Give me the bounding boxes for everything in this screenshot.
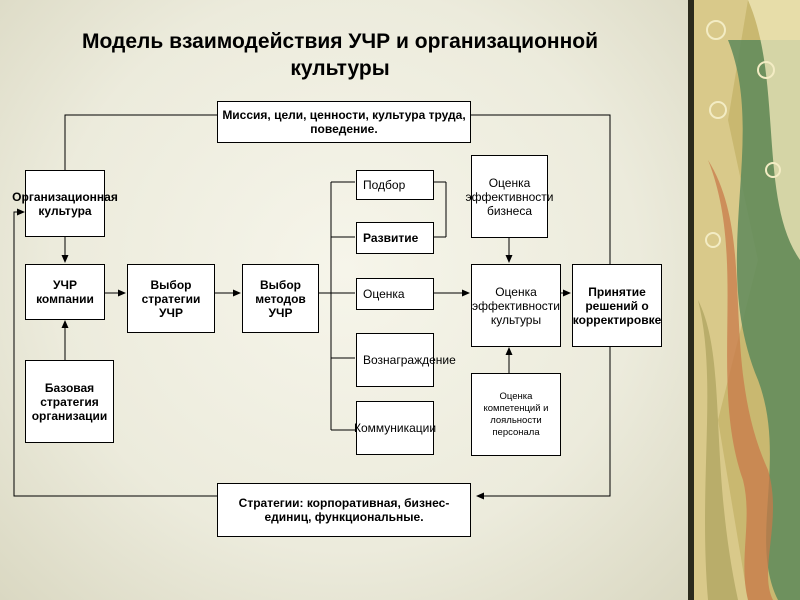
hr-company-box: УЧР компании <box>25 264 105 320</box>
culture-eval-box: Оценка эффективности культуры <box>471 264 561 347</box>
evaluation-box: Оценка <box>356 278 434 310</box>
business-eval-box: Оценка эффективности бизнеса <box>466 155 554 238</box>
slide-title: Модель взаимодействия УЧР и организацион… <box>81 30 599 80</box>
mission-box: Миссия, цели, ценности, культура труда, … <box>217 101 471 143</box>
org-culture-box: Организационная культура <box>12 170 118 237</box>
selection-box: Подбор <box>356 170 434 200</box>
communication-box: Коммуникации <box>354 401 436 455</box>
strategies-box: Стратегии: корпоративная, бизнес-единиц,… <box>217 483 471 537</box>
base-strategy-box: Базовая стратегия организации <box>25 360 114 443</box>
decorative-ribbon-panel <box>688 0 800 600</box>
reward-box: Вознаграждение <box>356 333 456 387</box>
choose-strategy-box: Выбор стратегии УЧР <box>127 264 215 333</box>
choose-methods-box: Выбор методов УЧР <box>242 264 319 333</box>
development-box: Развитие <box>356 222 434 254</box>
decisions-box: Принятие решений о корректировке <box>572 264 662 347</box>
competence-eval-box: Оценка компетенций и лояльности персонал… <box>471 373 561 456</box>
